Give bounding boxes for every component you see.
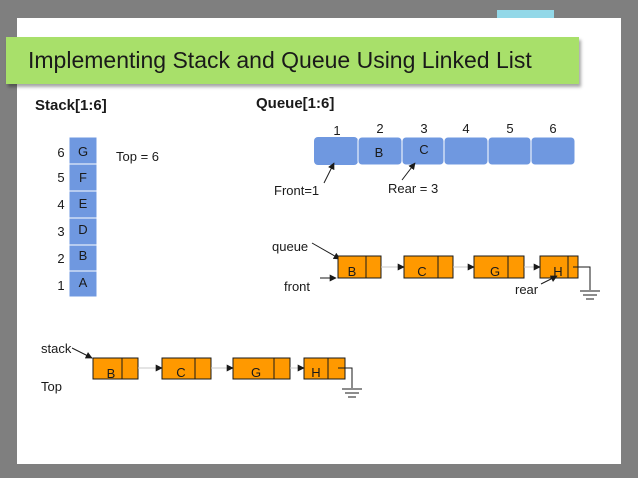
- queue-node-4-label: H: [553, 264, 562, 279]
- stack-value-6: G: [78, 144, 88, 159]
- stack-value-5: F: [79, 170, 87, 185]
- front-pointer-arrow: [323, 162, 335, 184]
- stack-node-3-label: G: [251, 365, 261, 380]
- rear-pointer-arrow: [401, 162, 416, 181]
- queue-front-pointer-label: front: [284, 279, 310, 294]
- stack-cell-1: [68, 270, 98, 298]
- queue-array-cells: B C 1 2 3 4 5 6: [314, 121, 576, 166]
- queue-rear-arrow: [540, 275, 558, 285]
- stack-value-4: E: [79, 196, 88, 211]
- queue-index-1: 1: [333, 123, 340, 138]
- queue-node-4: H: [539, 255, 579, 279]
- queue-front-label: Front=1: [274, 183, 319, 198]
- queue-node-3: G: [473, 255, 525, 279]
- slide-canvas: [17, 18, 621, 464]
- queue-cell-4: [443, 136, 489, 166]
- queue-node-1: B: [337, 255, 382, 279]
- queue-node-3-label: G: [490, 264, 500, 279]
- queue-head-label: queue: [272, 239, 308, 254]
- stack-node-4-label: H: [311, 365, 320, 380]
- queue-index-4: 4: [462, 121, 469, 136]
- stack-null-ground-icon: [338, 367, 362, 398]
- queue-index-5: 5: [506, 121, 513, 136]
- stack-array-heading: Stack[1:6]: [35, 97, 107, 114]
- queue-index-6: 6: [549, 121, 556, 136]
- queue-cell-5: [487, 136, 532, 166]
- queue-node-2-label: C: [417, 264, 426, 279]
- title-banner: [6, 37, 579, 84]
- stack-value-1: A: [79, 275, 88, 290]
- queue-head-arrow: [311, 242, 341, 260]
- queue-value-3: C: [419, 142, 428, 157]
- stack-head-label: stack: [41, 341, 72, 356]
- queue-cell-6: [530, 136, 576, 166]
- stack-node-1-label: B: [107, 366, 116, 381]
- stack-node-1: B: [92, 357, 139, 381]
- queue-index-3: 3: [420, 121, 427, 136]
- queue-cell-1: [314, 137, 358, 165]
- queue-array-heading: Queue[1:6]: [256, 95, 334, 112]
- queue-index-2: 2: [376, 121, 383, 136]
- stack-node-2-label: C: [176, 365, 185, 380]
- stack-array-cells: G F E D B A 6 5 4 3 2 1: [57, 136, 98, 298]
- stack-top-label: Top = 6: [116, 149, 159, 164]
- stack-array-column: [69, 137, 97, 297]
- stack-node-4: H: [303, 357, 346, 380]
- page-title: Implementing Stack and Queue Using Linke…: [28, 47, 532, 73]
- queue-node-2: C: [403, 255, 454, 279]
- queue-node-1-label: B: [348, 264, 357, 279]
- queue-null-ground-icon: [573, 266, 600, 300]
- stack-node-3: G: [232, 357, 291, 380]
- stack-index-5: 5: [57, 170, 64, 185]
- queue-rear-pointer-label: rear: [515, 282, 539, 297]
- stack-head-arrow: [71, 347, 93, 359]
- stack-value-2: B: [79, 248, 88, 263]
- stack-index-4: 4: [57, 197, 64, 212]
- stack-index-3: 3: [57, 224, 64, 239]
- stack-index-2: 2: [57, 251, 64, 266]
- stack-index-1: 1: [57, 278, 64, 293]
- stack-node-2: C: [161, 357, 212, 380]
- stack-top-pointer-label: Top: [41, 379, 62, 394]
- stack-value-3: D: [78, 222, 87, 237]
- queue-rear-label: Rear = 3: [388, 181, 438, 196]
- queue-value-2: B: [375, 145, 384, 160]
- stack-index-6: 6: [57, 145, 64, 160]
